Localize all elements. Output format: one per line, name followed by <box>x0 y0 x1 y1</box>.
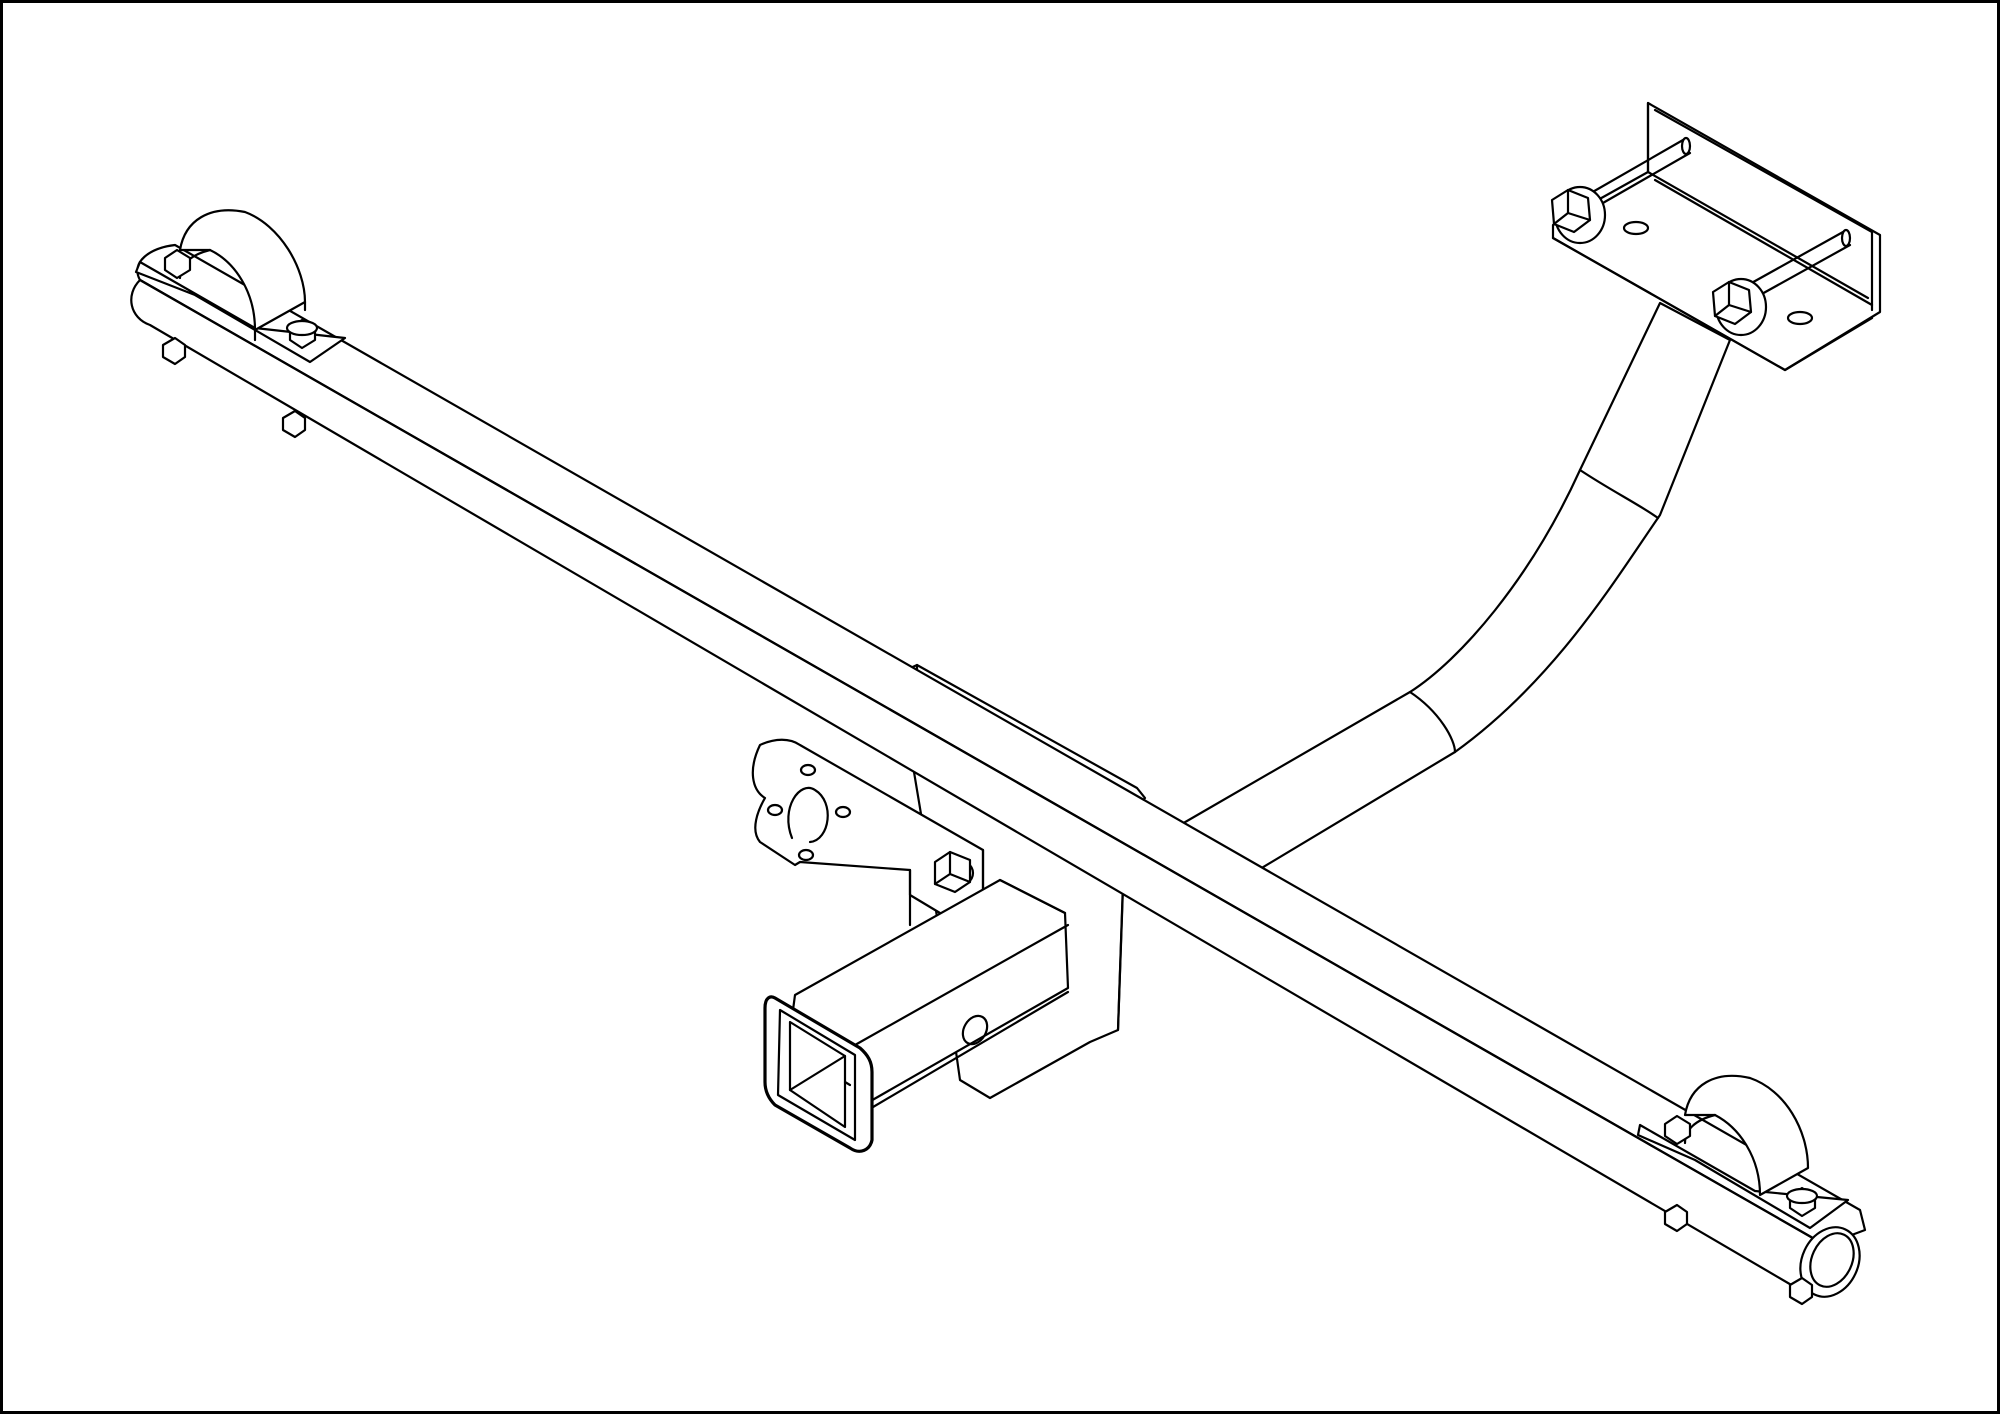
main-crossbar <box>130 243 1867 1298</box>
wiring-plate <box>751 738 985 927</box>
left-mounting-clamp <box>134 209 347 439</box>
hitch-receiver-tube <box>763 878 1070 1153</box>
right-mounting-clamp <box>1636 1074 1850 1306</box>
top-mounting-bracket <box>1550 101 1882 372</box>
bent-support-arm <box>1166 301 1732 877</box>
